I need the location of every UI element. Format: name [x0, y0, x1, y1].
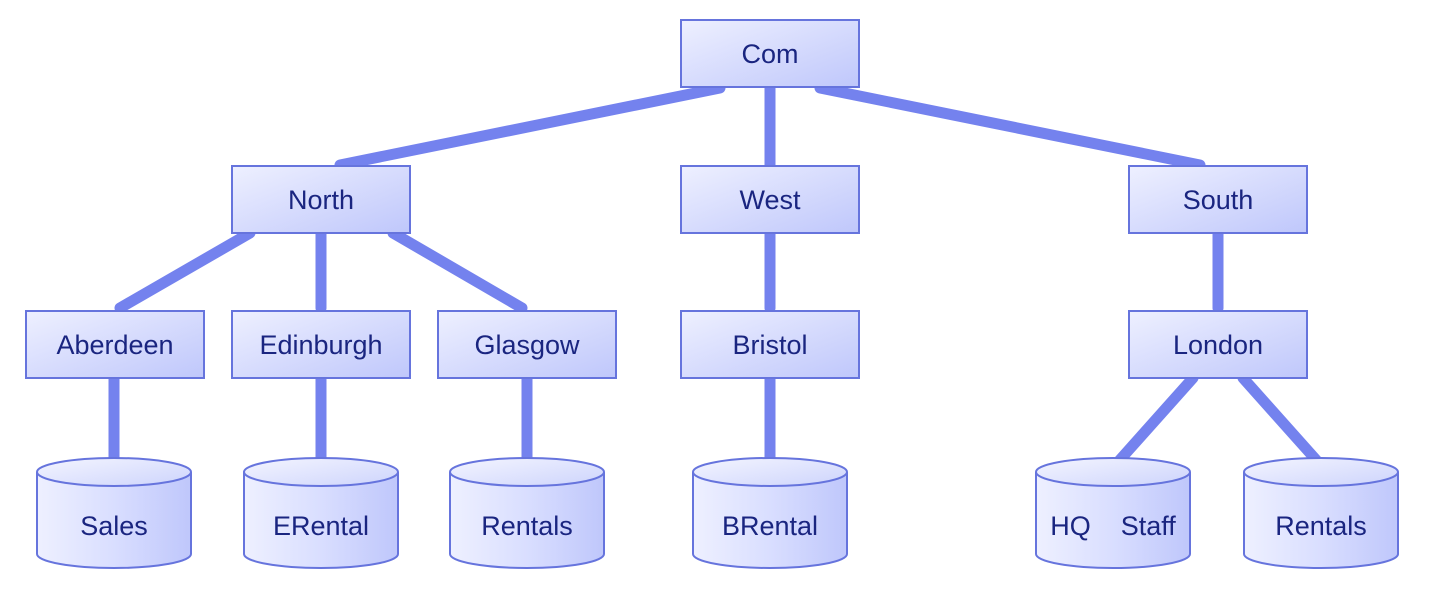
database-sales: Sales — [36, 457, 192, 569]
edge-com-north — [334, 82, 726, 171]
node-aberdeen: Aberdeen — [25, 310, 205, 379]
database-hq-staff: HQ Staff — [1035, 457, 1191, 569]
database-rentals-london: Rentals — [1243, 457, 1399, 569]
database-label: BRental — [722, 511, 818, 541]
node-label: Aberdeen — [56, 330, 173, 360]
database-label: HQ Staff — [1050, 511, 1176, 541]
node-edinburgh: Edinburgh — [231, 310, 411, 379]
node-label: North — [288, 185, 354, 215]
database-rentals-glasgow: Rentals — [449, 457, 605, 569]
edge-north-aberdeen — [114, 227, 256, 314]
database-erental: ERental — [243, 457, 399, 569]
node-west: West — [680, 165, 860, 234]
edge-north-glasgow — [387, 227, 528, 314]
node-label: Glasgow — [474, 330, 580, 360]
node-north: North — [231, 165, 411, 234]
node-bristol: Bristol — [680, 310, 860, 379]
node-label: London — [1173, 330, 1263, 360]
node-com: Com — [680, 19, 860, 88]
node-label: South — [1183, 185, 1254, 215]
node-label: Bristol — [732, 330, 807, 360]
database-brental: BRental — [692, 457, 848, 569]
node-south: South — [1128, 165, 1308, 234]
node-glasgow: Glasgow — [437, 310, 617, 379]
edge-com-south — [814, 82, 1206, 171]
edge-london-hqstaff — [1112, 372, 1199, 468]
node-label: Com — [741, 39, 798, 69]
database-label: Rentals — [1275, 511, 1367, 541]
node-label: Edinburgh — [259, 330, 382, 360]
node-london: London — [1128, 310, 1308, 379]
node-label: West — [739, 185, 801, 215]
connectors — [108, 82, 1324, 468]
database-label: ERental — [273, 511, 369, 541]
edge-london-rentals — [1237, 372, 1324, 468]
database-label: Rentals — [481, 511, 573, 541]
database-label: Sales — [80, 511, 148, 541]
